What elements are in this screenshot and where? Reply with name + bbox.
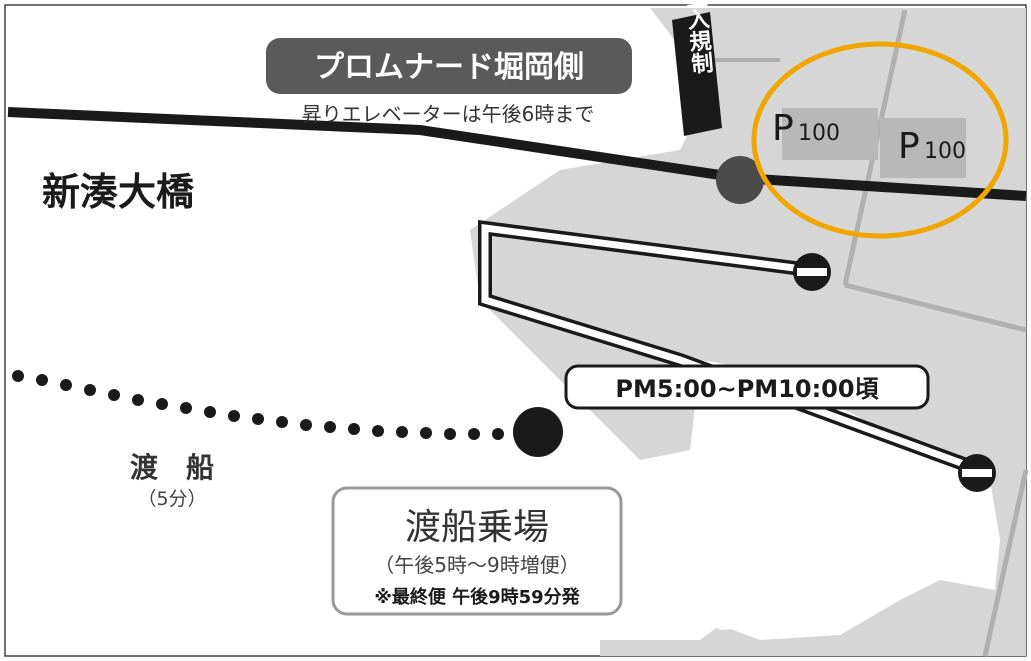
bottom-road — [680, 570, 940, 630]
bridge-road — [7, 107, 1027, 201]
parking-label-2-number: 100 — [924, 139, 966, 164]
side-road-line — [844, 282, 1027, 333]
parking-label-1-number: 100 — [798, 121, 840, 146]
side-road-line — [982, 469, 1029, 657]
time-label: PM5:00~PM10:00頃 — [615, 375, 879, 403]
parking-area — [782, 108, 966, 178]
ferry-label: 渡 船 — [130, 451, 214, 484]
parking-label-1-prefix: P — [772, 108, 794, 149]
elevator-note: 昇りエレベーターは午後6時まで — [302, 102, 595, 126]
ferry-duration: （5分） — [137, 488, 206, 510]
no-entry-icon — [958, 454, 996, 492]
bridge-name: 新湊大橋 — [42, 170, 194, 214]
ferry-route-dots — [12, 370, 504, 440]
no-entry-icon — [793, 253, 831, 291]
bridge-tower-marker — [716, 156, 764, 204]
promenade-label: プロムナード堀岡側 — [314, 50, 584, 85]
ferry-terminal-box — [331, 486, 623, 616]
parking-highlight-circle — [751, 41, 1009, 239]
restricted-sign-bg — [672, 12, 722, 136]
ferry-terminal-last-departure: ※最終便 午後9時59分発 — [374, 586, 580, 608]
time-label-box — [564, 364, 930, 410]
ferry-terminal-marker — [513, 407, 563, 457]
parking-label-2-prefix: P — [898, 126, 920, 167]
promenade-label-bg — [266, 38, 632, 94]
ferry-terminal-title: 渡船乗場 — [405, 507, 549, 548]
ferry-terminal-schedule: （午後5時～9時増便） — [374, 553, 579, 577]
